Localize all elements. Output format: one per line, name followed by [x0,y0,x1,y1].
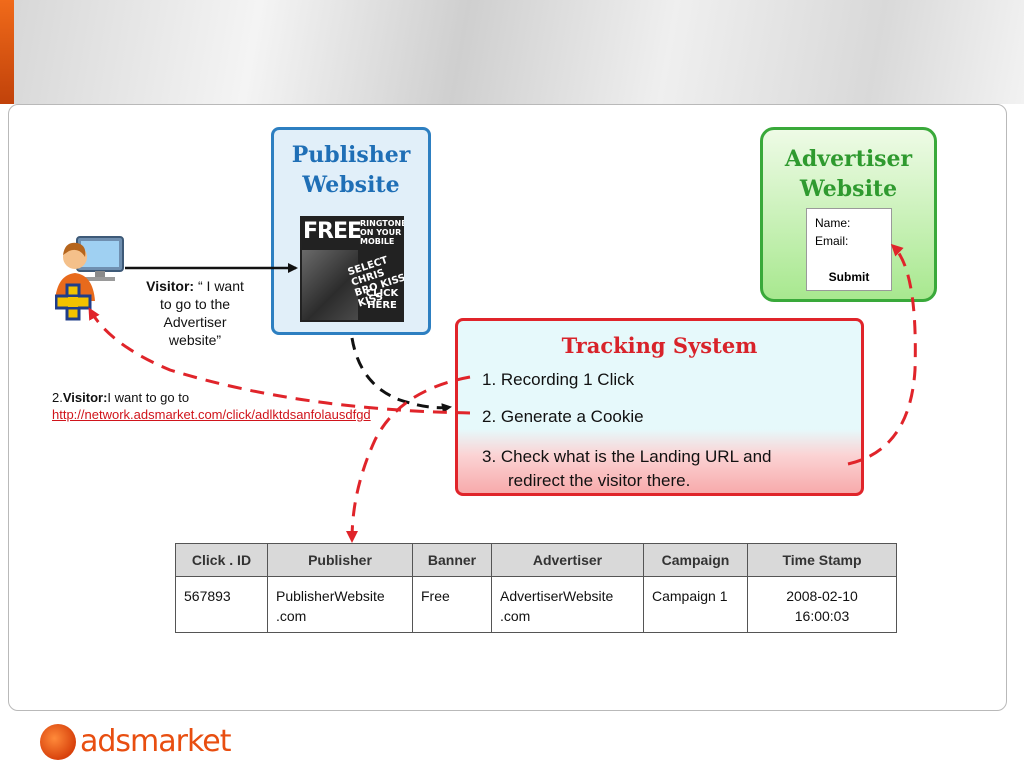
advertiser-website-box: Advertiser Website Name: Email: Submit [760,127,937,302]
banner-artist-image [302,250,358,320]
visitor-quote: Visitor: “ I want to go to the Advertise… [146,278,244,348]
tracking-title: Tracking System [561,333,758,358]
col-header-campaign: Campaign [643,543,748,577]
tracking-step-2: 2. Generate a Cookie [482,407,644,426]
cell-advertiser: AdvertiserWebsite .com [491,576,644,633]
cell-time-stamp: 2008-02-10 16:00:03 [747,576,897,633]
table-row: 567893 PublisherWebsite .com Free Advert… [175,576,897,633]
advertiser-form: Name: Email: Submit [806,208,892,291]
logo-text: adsmarket [80,724,232,759]
tracking-step-1: 1. Recording 1 Click [482,370,635,389]
col-header-banner: Banner [412,543,492,577]
header-accent-bar [0,0,14,104]
clicks-table: Click . ID Publisher Banner Advertiser C… [175,543,897,633]
col-header-publisher: Publisher [267,543,413,577]
col-header-click-id: Click . ID [175,543,268,577]
logo-mark-icon [40,724,76,760]
header-banner [0,0,1024,104]
form-name-label: Name: [815,216,851,230]
publisher-title: Publisher Website [291,142,411,198]
cell-banner: Free [412,576,492,633]
table-header-row: Click . ID Publisher Banner Advertiser C… [175,543,897,577]
tracking-step-3: 3. Check what is the Landing URL and red… [482,447,772,490]
banner-click-here[interactable]: CLICK HERE [365,288,399,311]
cell-click-id: 567893 [175,576,268,633]
plus-icon [55,283,92,321]
visitor-step-2: 2.Visitor:I want to go to http://network… [52,390,371,422]
form-email-label: Email: [815,234,849,248]
cell-publisher: PublisherWebsite .com [267,576,413,633]
banner-free-text: FREE [303,219,362,244]
click-tracking-link[interactable]: http://network.adsmarket.com/click/adlkt… [52,407,371,422]
banner-ringtone-text: RINGTONE ON YOUR MOBILE [360,219,404,246]
visitor-computer-icon [55,236,124,321]
col-header-advertiser: Advertiser [491,543,644,577]
advertiser-title: Advertiser Website [784,146,913,202]
publisher-website-box: Publisher Website FREE RINGTONE ON YOUR … [271,127,431,335]
cell-campaign: Campaign 1 [643,576,748,633]
adsmarket-logo: adsmarket [38,722,238,762]
col-header-time-stamp: Time Stamp [747,543,897,577]
tracking-system-box: Tracking System 1. Recording 1 Click 2. … [455,318,864,496]
publisher-banner-ad[interactable]: FREE RINGTONE ON YOUR MOBILE SELECT CHRI… [300,216,404,322]
form-submit-button[interactable]: Submit [828,270,870,284]
